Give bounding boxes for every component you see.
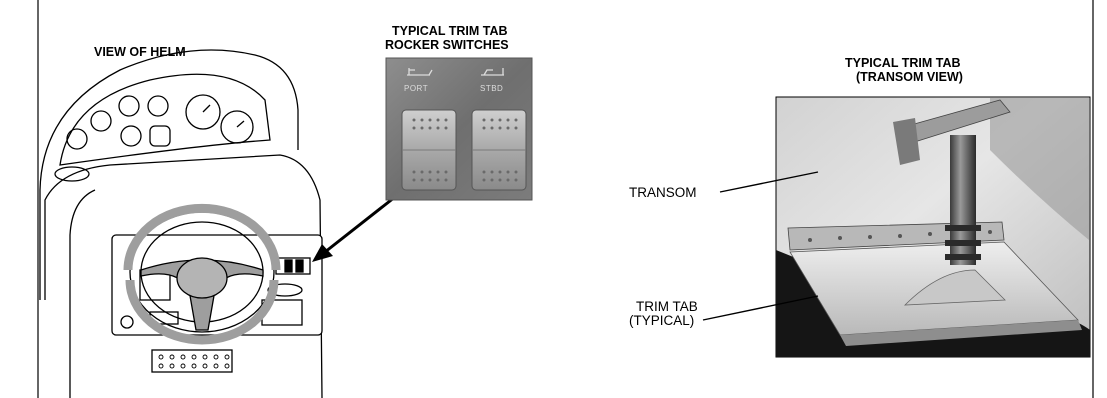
port-switch-label: PORT: [404, 84, 429, 93]
gauge-3: [118, 95, 140, 117]
helm-illustration: [39, 49, 323, 398]
gauge-5: [120, 125, 142, 147]
trim-tab-leader: [702, 295, 819, 321]
gauge-square: [149, 125, 171, 147]
gauge-large-1: [185, 94, 221, 130]
helm-trim-switch-1: [284, 259, 293, 273]
helm-trim-switch-2: [295, 259, 304, 273]
helm-title: VIEW OF HELM: [94, 45, 186, 59]
transom-leader: [719, 171, 819, 193]
switches-title-line2: ROCKER SWITCHES: [385, 38, 509, 52]
steering-wheel-hub: [176, 257, 228, 299]
pointer-arrow: [312, 195, 396, 262]
transom-label: TRANSOM: [629, 185, 697, 200]
trimtab-title-line2: (TRANSOM VIEW): [856, 70, 963, 84]
trim-tab-label-line2: (TYPICAL): [629, 313, 695, 328]
helm-vent: [151, 349, 233, 373]
stbd-switch-label: STBD: [480, 84, 504, 93]
rocker-switch-photo: [385, 57, 533, 201]
trimtab-title-line1: TYPICAL TRIM TAB: [845, 56, 961, 70]
gauge-2: [90, 110, 112, 132]
trim-tab-label-line1: TRIM TAB: [636, 299, 698, 314]
gauge-1: [66, 128, 88, 150]
trim-tab-photo: [775, 96, 1091, 358]
switches-title-line1: TYPICAL TRIM TAB: [392, 24, 508, 38]
gauge-4: [147, 95, 169, 117]
gauge-large-2: [220, 110, 254, 144]
